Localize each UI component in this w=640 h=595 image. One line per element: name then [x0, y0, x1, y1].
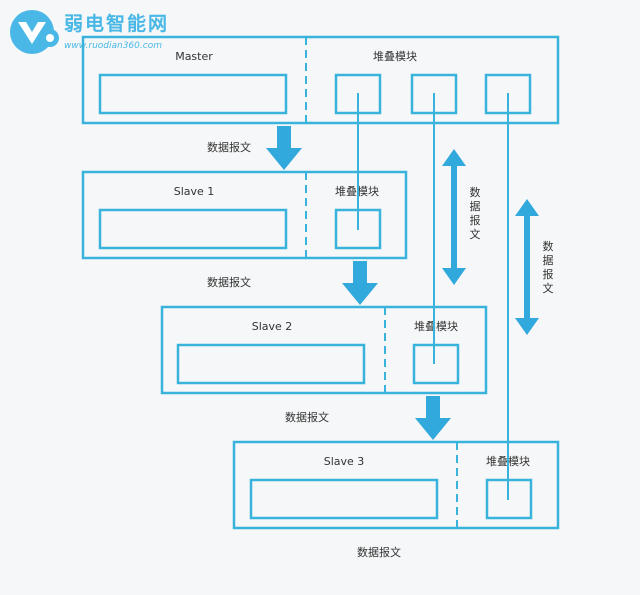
data-port	[176, 343, 366, 385]
down-arrow-icon	[342, 261, 378, 305]
packet-label: 数据报文	[207, 140, 251, 154]
down-arrows	[266, 126, 451, 440]
unit-name: Slave 2	[252, 320, 293, 333]
packet-label: 数据报文	[207, 275, 251, 289]
stack-port	[412, 343, 460, 385]
data-port	[98, 208, 288, 250]
down-arrow-icon	[266, 126, 302, 170]
slave2-unit: Slave 2 堆叠模块	[160, 305, 488, 395]
logo-icon	[10, 10, 59, 54]
down-arrow-icon	[415, 396, 451, 440]
stack-links	[357, 93, 509, 500]
double-arrow-icon	[515, 199, 539, 335]
vertical-packet-label: 数据报文	[543, 240, 554, 295]
data-port	[98, 73, 288, 115]
master-unit: Master 堆叠模块	[81, 35, 560, 125]
watermark-url: www.ruodian360.com	[64, 41, 162, 51]
watermark-title: 弱电智能网	[64, 12, 169, 35]
packet-label: 数据报文	[285, 410, 329, 424]
data-port	[249, 478, 439, 520]
stack-module-label: 堆叠模块	[414, 320, 458, 333]
double-arrow-icon	[442, 149, 466, 285]
bidirectional-arrows	[442, 149, 539, 335]
stack-module-label: 堆叠模块	[373, 50, 417, 63]
unit-name: Slave 3	[324, 455, 365, 468]
packet-label: 数据报文	[357, 545, 401, 559]
watermark: 弱电智能网 www.ruodian360.com	[10, 10, 169, 54]
vertical-packet-label: 数据报文	[470, 186, 481, 241]
unit-name: Slave 1	[174, 185, 215, 198]
slave1-unit: Slave 1 堆叠模块	[81, 170, 408, 260]
slave3-unit: Slave 3 堆叠模块	[232, 440, 560, 530]
unit-name: Master	[175, 50, 213, 63]
